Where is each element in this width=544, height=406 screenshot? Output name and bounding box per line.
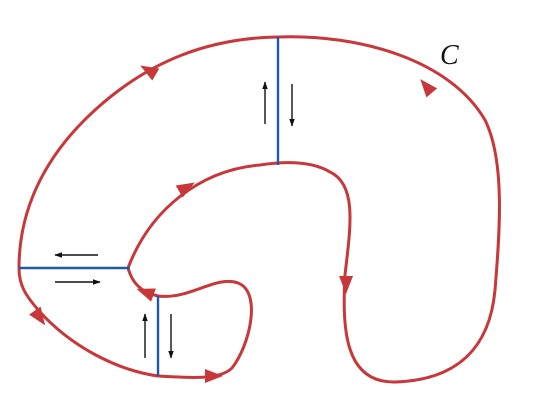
curve-arrow-inner-notch — [136, 288, 156, 302]
curve-arrow-inner-top — [175, 182, 195, 198]
curve-arrow-bottom — [205, 369, 223, 383]
curve-arrow-top-right — [420, 79, 438, 98]
curve-arrow-top-left — [140, 65, 160, 81]
curve-arrow-left — [29, 306, 46, 326]
curve-arrow-inner-right — [339, 276, 353, 294]
curve-label: C — [440, 40, 459, 71]
